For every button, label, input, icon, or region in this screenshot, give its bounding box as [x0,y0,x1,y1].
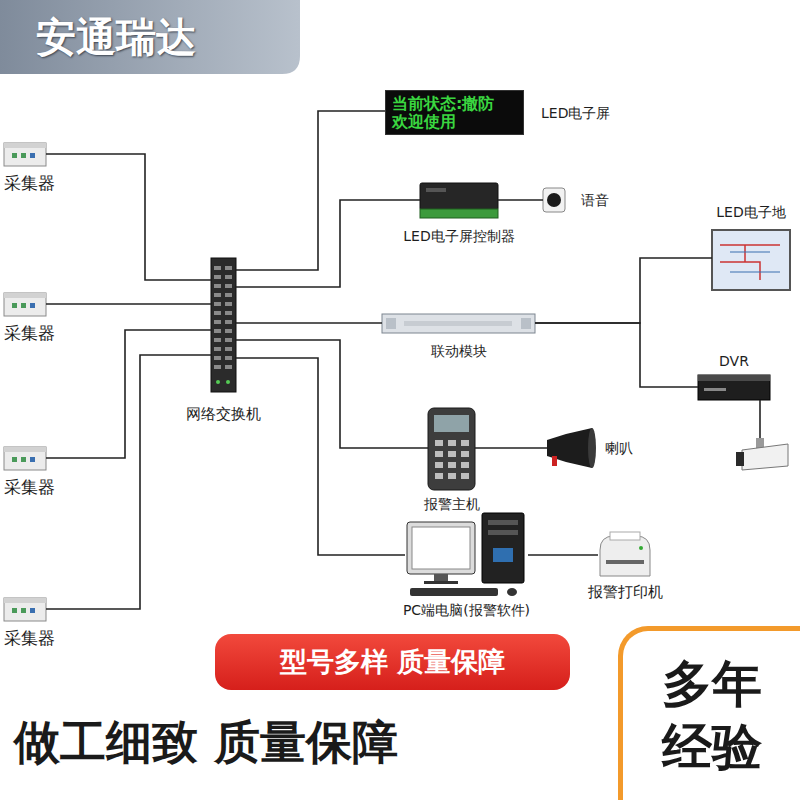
connector [46,303,211,305]
experience-box: 多年 经验 [618,626,800,800]
pc-icon [407,513,524,596]
collector-icon [4,143,46,166]
horn-node: 喇叭 [547,428,595,468]
connector [535,323,698,387]
speaker-node: 语音 [543,188,565,212]
pc-node: PC端电脑(报警软件) [405,510,528,598]
printer-node: 报警打印机 [598,530,652,578]
speaker-icon [543,188,565,212]
led-screen: 当前状态:撤防 欢迎使用LED电子屏 [385,90,524,135]
device-label: LED电子地 [716,204,785,220]
connector [535,258,712,323]
connector [236,111,385,270]
device-label: 联动模块 [431,343,487,359]
connector [236,340,428,448]
device-label: LED电子屏控制器 [403,228,514,244]
controller-icon [420,183,498,218]
collector-node: 采集器 [4,598,46,621]
collector-icon [4,598,46,621]
collector-node: 采集器 [4,143,46,166]
device-label: 报警主机 [424,496,480,512]
switch-node: 网络交换机 [211,258,236,392]
camera-icon [736,400,788,470]
device-label: 采集器 [4,324,55,344]
device-label: DVR [719,353,749,369]
node-text: 当前状态:撤防 欢迎使用 [392,95,517,130]
connector [46,355,211,609]
collector-icon [4,293,46,316]
controller-node: LED电子屏控制器 [420,183,498,218]
linkage-node: 联动模块 [382,314,535,333]
device-label: LED电子屏 [541,105,610,121]
connector [236,322,382,324]
watermark: 安通瑞达 [36,14,196,60]
device-label: 采集器 [4,478,55,498]
led-map-icon [712,230,790,290]
connector [498,199,543,201]
node-text: 多年 经验 [643,653,780,778]
device-label: 采集器 [4,174,55,194]
watermark-band [0,0,300,74]
dvr-node: DVR [698,375,770,400]
device-label: 喇叭 [605,440,633,456]
dvr-icon [698,375,770,400]
printer-icon [600,532,650,576]
promo-banner: 型号多样 质量保障 [215,634,570,690]
collector-node: 采集器 [4,293,46,316]
connector [528,554,598,556]
device-label: PC端电脑(报警软件) [403,602,530,618]
connector [46,154,211,280]
horn-icon [547,428,596,468]
promo-text: 做工细致 质量保障 [14,716,398,769]
alarm-host-icon [428,408,475,490]
device-label: 语音 [581,192,609,208]
device-label: 采集器 [4,629,55,649]
connector [46,330,211,458]
switch-icon [211,258,236,392]
connector [236,358,405,555]
alarm-host-node: 报警主机 [428,408,475,490]
led-map-node: LED电子地 [712,230,790,290]
collector-node: 采集器 [4,447,46,470]
node-text: 型号多样 质量保障 [280,646,505,677]
device-label: 网络交换机 [186,406,261,423]
connector [475,447,547,449]
connector [236,200,420,287]
device-label: 报警打印机 [588,584,663,601]
collector-icon [4,447,46,470]
linkage-module-icon [382,314,535,333]
